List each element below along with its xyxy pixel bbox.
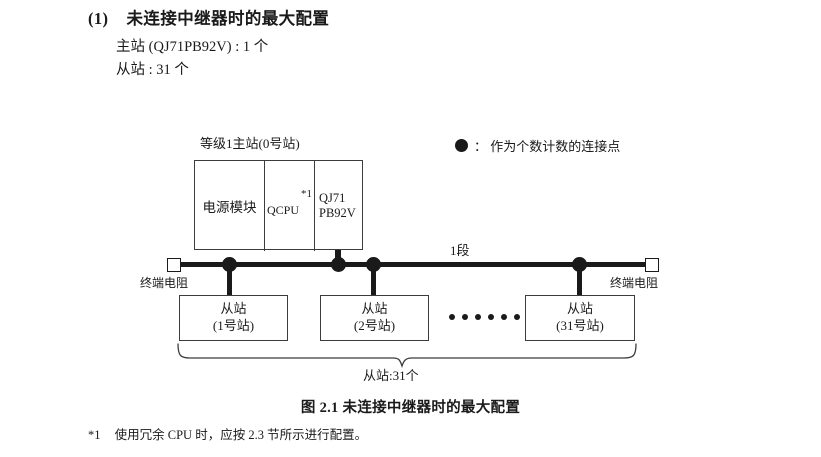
slave-station-number: (2号站) [353,318,396,333]
slave-station-number: (31号站) [556,318,604,333]
filled-circle-icon [455,139,468,152]
master-rack: 电源模块 *1 QCPU QJ71 PB92V [194,160,364,251]
page-title: (1) 未连接中继器时的最大配置 [88,8,688,29]
terminator-left-icon [167,258,181,272]
slave-station-box: 从站 (31号站) [525,295,635,341]
cpu-footnote-mark: *1 [301,188,312,200]
ellipsis-dots [449,314,520,320]
connection-point-dot [222,257,237,272]
slave-station-number: (1号站) [212,318,255,333]
heading-block: (1) 未连接中继器时的最大配置 主站 (QJ71PB92V) : 1 个 从站… [88,8,688,81]
profibus-trunk-line [180,262,646,267]
power-module-cell: 电源模块 [195,161,264,251]
slave-drop-line [371,268,376,296]
spec-master-count: 主站 (QJ71PB92V) : 1 个 [116,39,269,56]
ellipsis-dot [514,314,520,320]
network-module-label-line1: QJ71 [319,190,346,205]
terminator-right-label: 终端电阻 [610,276,659,290]
master-station-label: 等级1主站(0号站) [200,136,300,151]
terminator-right-icon [645,258,659,272]
segment-label: 1段 [450,243,470,258]
figure-caption: 图 2.1 未连接中继器时的最大配置 [300,400,521,416]
ellipsis-dot [449,314,455,320]
power-module-label: 电源模块 [202,200,257,215]
cpu-module-label: QCPU [267,203,300,217]
legend: ： 作为个数计数的连接点 [455,136,620,155]
slave-total-label: 从站:31个 [363,368,419,383]
slave-station-name: 从站 [566,301,593,317]
slave-drop-line [577,268,582,296]
network-module-cell: QJ71 PB92V [314,161,364,251]
legend-label: ： 作为个数计数的连接点 [474,139,621,154]
cpu-module-cell: *1 QCPU [264,161,314,251]
footnote: *1 使用冗余 CPU 时，应按 2.3 节所示进行配置。 [88,424,367,443]
footnote-text: 使用冗余 CPU 时，应按 2.3 节所示进行配置。 [114,428,368,442]
slave-station-name: 从站 [220,301,247,317]
connection-point-dot [331,257,346,272]
ellipsis-dot [475,314,481,320]
ellipsis-dot [488,314,494,320]
footnote-mark: *1 [88,428,101,442]
slave-drop-line [227,268,232,296]
ellipsis-dot [462,314,468,320]
section-title-text: 未连接中继器时的最大配置 [126,9,330,28]
slave-station-box: 从站 (2号站) [320,295,429,341]
slave-station-box: 从站 (1号站) [179,295,288,341]
network-module-label-line2: PB92V [319,206,356,220]
rack-divider [264,161,266,251]
terminator-left-label: 终端电阻 [140,276,189,290]
ellipsis-dot [501,314,507,320]
slave-station-name: 从站 [361,301,388,317]
connection-point-dot [366,257,381,272]
connection-point-dot [572,257,587,272]
section-number: (1) [88,9,109,28]
rack-divider [314,161,316,251]
spec-slave-count: 从站 : 31 个 [116,61,189,78]
